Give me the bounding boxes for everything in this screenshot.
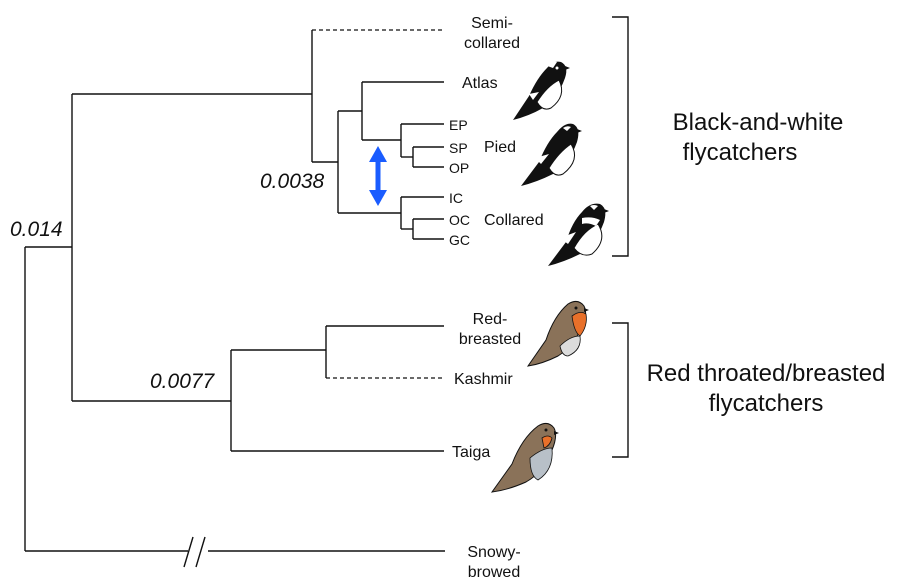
label-redbreasted-2: breasted xyxy=(459,331,521,348)
label-ep: EP xyxy=(449,117,468,133)
node-value-bw: 0.0038 xyxy=(260,170,325,193)
label-semicollared-2: collared xyxy=(464,35,520,52)
pied-flycatcher-icon xyxy=(548,203,609,266)
label-gc: GC xyxy=(449,232,470,248)
label-redbreasted-1: Red- xyxy=(473,311,508,328)
label-snowy-2: browed xyxy=(468,564,520,581)
label-taiga: Taiga xyxy=(452,444,490,461)
pied-flycatcher-icon xyxy=(513,61,570,120)
node-value-root: 0.014 xyxy=(10,218,63,241)
label-sp: SP xyxy=(449,140,468,156)
tree-branches xyxy=(24,29,445,568)
label-atlas: Atlas xyxy=(462,75,498,92)
label-ic: IC xyxy=(449,190,463,206)
label-snowy-1: Snowy- xyxy=(467,544,520,561)
label-oc: OC xyxy=(449,212,470,228)
taiga-flycatcher-icon xyxy=(490,422,559,493)
break-mark-1 xyxy=(183,536,194,568)
label-op: OP xyxy=(449,160,469,176)
double-arrow-icon xyxy=(369,146,387,206)
group-red-2: flycatchers xyxy=(709,390,824,417)
red-bracket xyxy=(612,322,629,458)
red-breasted-flycatcher-icon xyxy=(526,300,589,367)
bw-bracket xyxy=(612,16,629,257)
group-red-1: Red throated/breasted xyxy=(647,360,886,387)
label-collared: Collared xyxy=(484,212,544,229)
node-value-red: 0.0077 xyxy=(150,370,216,393)
pied-flycatcher-icon xyxy=(521,123,582,186)
tip-labels: Semi- collared Atlas EP SP OP Pied IC OC… xyxy=(449,15,544,581)
label-pied: Pied xyxy=(484,139,516,156)
group-bw-1: Black-and-white xyxy=(673,109,844,136)
label-semicollared-1: Semi- xyxy=(471,15,513,32)
label-kashmir: Kashmir xyxy=(454,371,513,388)
group-bw-2: flycatchers xyxy=(683,139,798,166)
break-mark-2 xyxy=(195,536,206,568)
